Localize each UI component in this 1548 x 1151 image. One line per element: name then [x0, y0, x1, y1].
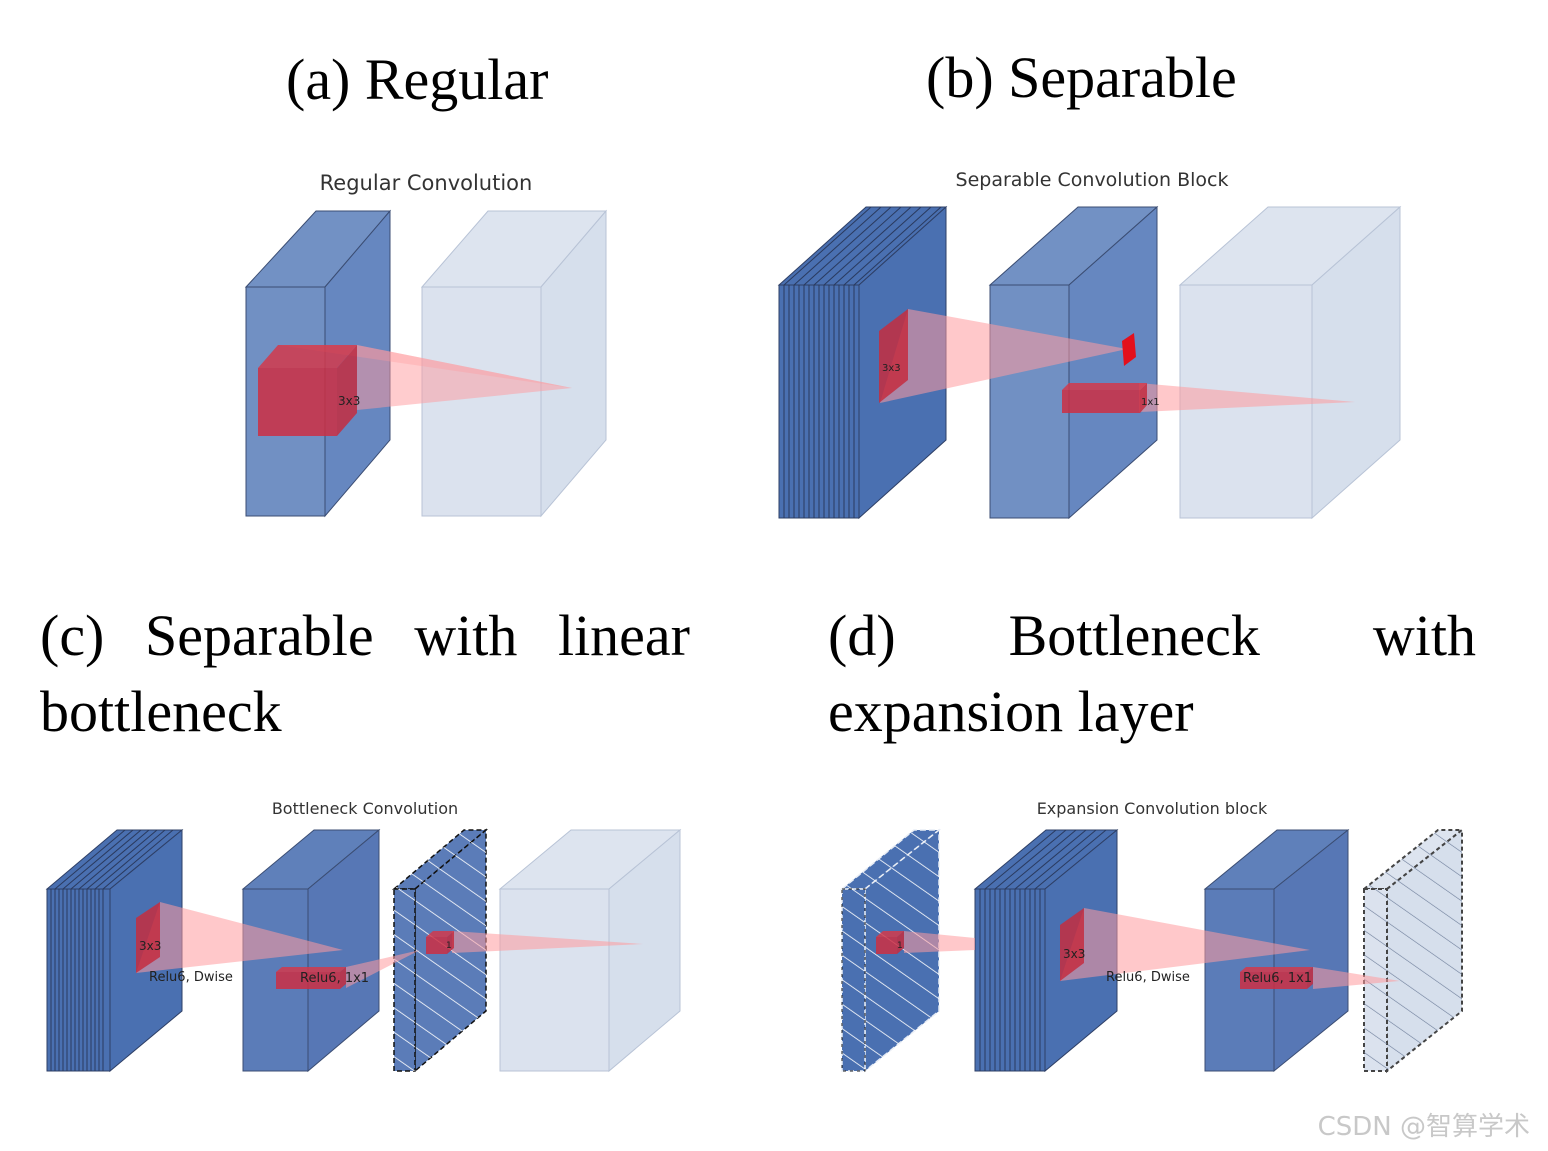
label-relu6-dwise: Relu6, Dwise: [149, 970, 233, 985]
kernel-label-pointwise: 1x1: [1141, 397, 1160, 408]
receptive-field-cone: [357, 345, 572, 410]
output-tensor: [420, 209, 608, 518]
figure-expansion: Expansion Convolution block: [839, 799, 1465, 1074]
figure-title-bottleneck: Bottleneck Convolution: [272, 799, 458, 818]
depthwise-cone: [880, 309, 1127, 403]
kernel-1x1: [1062, 383, 1147, 413]
kernel-1x1: [1240, 967, 1313, 989]
output-tensor: [498, 828, 682, 1073]
linear-cone: [452, 931, 643, 953]
middle-tensor: [988, 205, 1159, 520]
output-bottleneck-tensor: [1361, 827, 1465, 1074]
kernel-label: 3x3: [338, 394, 360, 408]
kernel-linear: [426, 931, 454, 954]
kernel-3x3: [1060, 908, 1084, 981]
expansion-cone: [904, 931, 975, 953]
kernel-3x3: [258, 345, 357, 436]
kernel-label-linear: 1: [446, 941, 452, 951]
label-relu6-1x1: Relu6, 1x1: [300, 971, 369, 986]
depthwise-cone: [1060, 908, 1310, 981]
kernel-label-depthwise: 3x3: [139, 939, 161, 953]
caption-separable: (b) Separable: [926, 45, 1237, 110]
depthwise-output-slice: [1122, 333, 1136, 366]
caption-regular: (a) Regular: [286, 47, 549, 112]
label-relu6-1x1: Relu6, 1x1: [1243, 971, 1312, 986]
kernel-label-expand: 1: [897, 941, 903, 951]
figure-bottleneck: Bottleneck Convolution: [45, 799, 682, 1073]
watermark: CSDN @智算学术: [1317, 1112, 1530, 1142]
kernel-3x3: [879, 309, 908, 403]
depthwise-cone: [136, 902, 343, 973]
middle-tensor: [241, 828, 381, 1073]
label-relu6-dwise: Relu6, Dwise: [1106, 970, 1190, 985]
pointwise-cone: [1313, 967, 1400, 989]
figure-regular: Regular Convolution 3x3: [244, 171, 608, 518]
kernel-3x3: [136, 902, 160, 973]
kernel-label-depthwise: 3x3: [1063, 947, 1085, 961]
figure-title-regular: Regular Convolution: [320, 171, 533, 195]
pointwise-cone: [1139, 383, 1355, 412]
kernel-1x1: [276, 967, 346, 989]
figure-separable: Separable Convolution Block: [777, 169, 1402, 520]
pointwise-cone: [346, 950, 420, 988]
caption-separable-linear-bottleneck: (c) Separable with linear bottleneck: [40, 603, 690, 744]
input-bottleneck-tensor: [839, 828, 942, 1073]
kernel-expand: [876, 931, 904, 954]
caption-bottleneck-expansion: (d) Bottleneck with expansion layer: [828, 603, 1476, 744]
kernel-label-depthwise: 3x3: [882, 363, 901, 374]
output-tensor: [1178, 205, 1402, 520]
figure-title-expansion: Expansion Convolution block: [1037, 799, 1268, 818]
figure-title-separable: Separable Convolution Block: [956, 169, 1229, 191]
